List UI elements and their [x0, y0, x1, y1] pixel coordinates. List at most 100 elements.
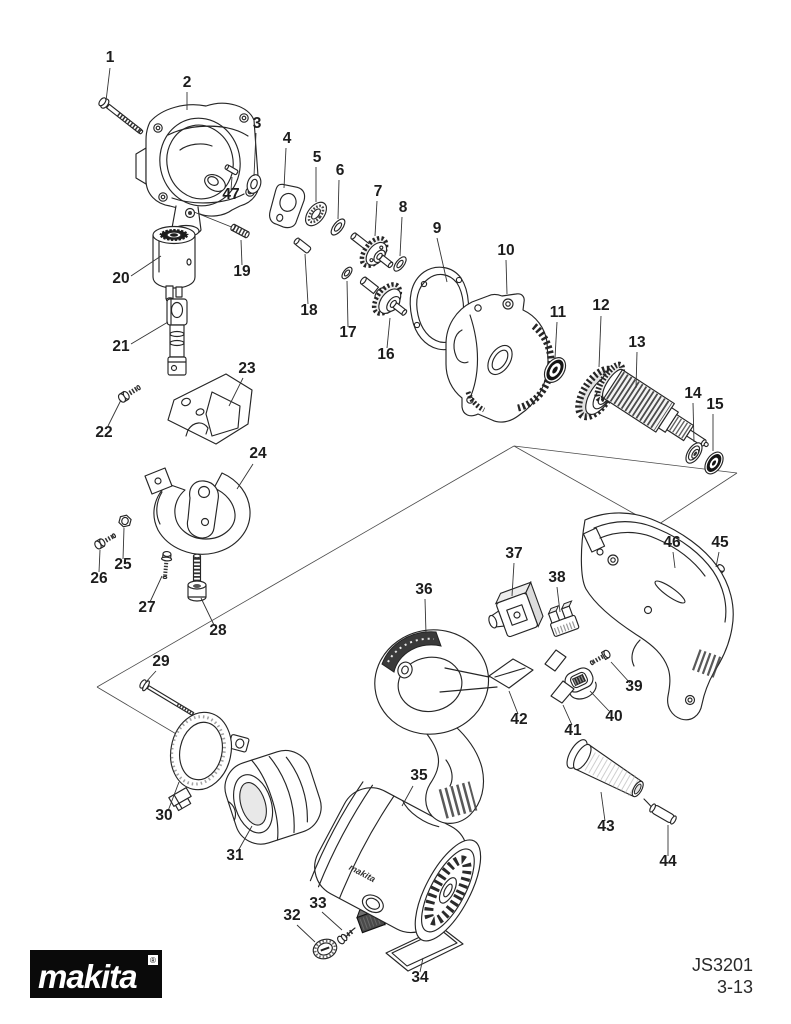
part-5-needle-bearing-drawing	[304, 201, 328, 227]
callout-4: 4	[283, 130, 292, 147]
callout-14: 14	[684, 385, 702, 402]
callout-7: 7	[374, 183, 383, 200]
part-2-gear-housing-drawing	[135, 102, 260, 238]
callout-25: 25	[114, 556, 132, 573]
logo-wordmark: makita	[38, 958, 137, 995]
callout-43: 43	[597, 818, 615, 835]
part-13-armature-drawing	[594, 361, 709, 448]
part-8-washer-drawing	[393, 256, 407, 272]
part-18-pin-drawing	[293, 237, 312, 254]
callout-24: 24	[249, 445, 267, 462]
callout-35: 35	[410, 767, 428, 784]
part-15-ball-bearing-drawing	[704, 451, 724, 475]
callout-10: 10	[497, 242, 514, 259]
callout-47: 47	[222, 186, 239, 203]
part-43-cord-guard-drawing	[566, 739, 644, 798]
callout-2: 2	[183, 74, 192, 91]
part-26-screw-drawing	[94, 533, 116, 550]
callout-39: 39	[625, 678, 643, 695]
callout-46: 46	[663, 534, 681, 551]
part-14-washer-drawing	[685, 442, 703, 464]
part-42-lead-plate-drawing	[439, 658, 534, 693]
callout-27: 27	[138, 599, 155, 616]
callout-16: 16	[377, 346, 395, 363]
part-47-pin-drawing	[224, 164, 239, 176]
callout-30: 30	[155, 807, 172, 824]
model-number: JS3201	[692, 955, 753, 975]
part-30-baffle-ring-drawing	[168, 711, 250, 812]
registered-mark-box	[148, 955, 158, 965]
part-21-slider-rod-drawing	[166, 298, 188, 376]
part-4-link-drawing	[269, 183, 306, 229]
logo-background	[30, 950, 162, 998]
callout-22: 22	[95, 424, 112, 441]
callout-32: 32	[283, 907, 300, 924]
part-28-bolt-drawing	[187, 553, 207, 602]
part-25-nut-drawing	[118, 514, 132, 528]
callout-15: 15	[706, 396, 724, 413]
callout-33: 33	[309, 895, 327, 912]
part-27-screw-drawing	[161, 551, 173, 579]
callout-45: 45	[711, 534, 729, 551]
part-44-cord-drawing	[643, 798, 677, 825]
callout-34: 34	[411, 969, 429, 986]
brand-logo: makita ®	[30, 950, 162, 998]
callout-37: 37	[505, 545, 522, 562]
part-35-motor-housing-drawing: makita	[309, 781, 482, 942]
callout-5: 5	[313, 149, 322, 166]
callout-18: 18	[300, 302, 318, 319]
callout-8: 8	[399, 199, 408, 216]
page-number: 3-13	[717, 977, 753, 997]
part-22-screw-drawing	[117, 385, 141, 403]
part-29-long-screw-drawing	[139, 679, 198, 718]
part-32-brush-cap-drawing	[312, 938, 338, 960]
callout-1: 1	[106, 49, 115, 66]
part-16-gear-drawing	[359, 276, 408, 316]
part-7-gear-drawing	[350, 232, 394, 269]
part-3-washer-drawing	[246, 174, 262, 194]
callout-40: 40	[605, 708, 622, 725]
callout-36: 36	[415, 581, 433, 598]
part-11-ball-bearing-drawing	[543, 357, 567, 383]
callout-28: 28	[209, 622, 227, 639]
callout-17: 17	[339, 324, 356, 341]
callout-44: 44	[659, 853, 677, 870]
registered-mark: ®	[150, 956, 156, 965]
callout-19: 19	[233, 263, 251, 280]
part-10-bearing-box-drawing	[445, 293, 555, 423]
part-24-yoke-drawing	[144, 467, 251, 555]
part-46-handle-half-right-drawing	[580, 512, 734, 721]
callout-23: 23	[238, 360, 256, 377]
part-6-washer-drawing	[330, 218, 346, 236]
part-36-handle-half-left-drawing	[374, 629, 490, 824]
part-37-switch-drawing	[488, 580, 544, 638]
leader-lines	[98, 67, 720, 973]
callout-29: 29	[152, 653, 170, 670]
callout-38: 38	[548, 569, 566, 586]
part-31-field-stator-drawing	[224, 749, 322, 845]
part-20-holder-drawing	[152, 225, 196, 303]
part-38-terminal-block-drawing	[547, 600, 580, 637]
callout-13: 13	[628, 334, 646, 351]
callout-26: 26	[90, 570, 108, 587]
part-40-grommet-drawing	[564, 667, 597, 700]
part-1-screw-drawing	[98, 97, 144, 135]
part-23-blade-plate-drawing	[167, 373, 253, 445]
callout-41: 41	[564, 722, 582, 739]
callout-11: 11	[550, 304, 567, 321]
callout-6: 6	[336, 162, 345, 179]
callout-31: 31	[226, 847, 244, 864]
part-17-washer-drawing	[341, 266, 353, 280]
part-41-plates-drawing	[544, 649, 575, 704]
construction-lines	[96, 445, 738, 739]
callout-9: 9	[433, 220, 442, 237]
part-19-spring-pin-drawing	[230, 223, 250, 239]
callout-20: 20	[112, 270, 129, 287]
callout-21: 21	[112, 338, 130, 355]
callout-42: 42	[510, 711, 527, 728]
model-info: JS3201 3-13	[692, 955, 753, 997]
callout-12: 12	[592, 297, 609, 314]
callout-3: 3	[253, 115, 262, 132]
